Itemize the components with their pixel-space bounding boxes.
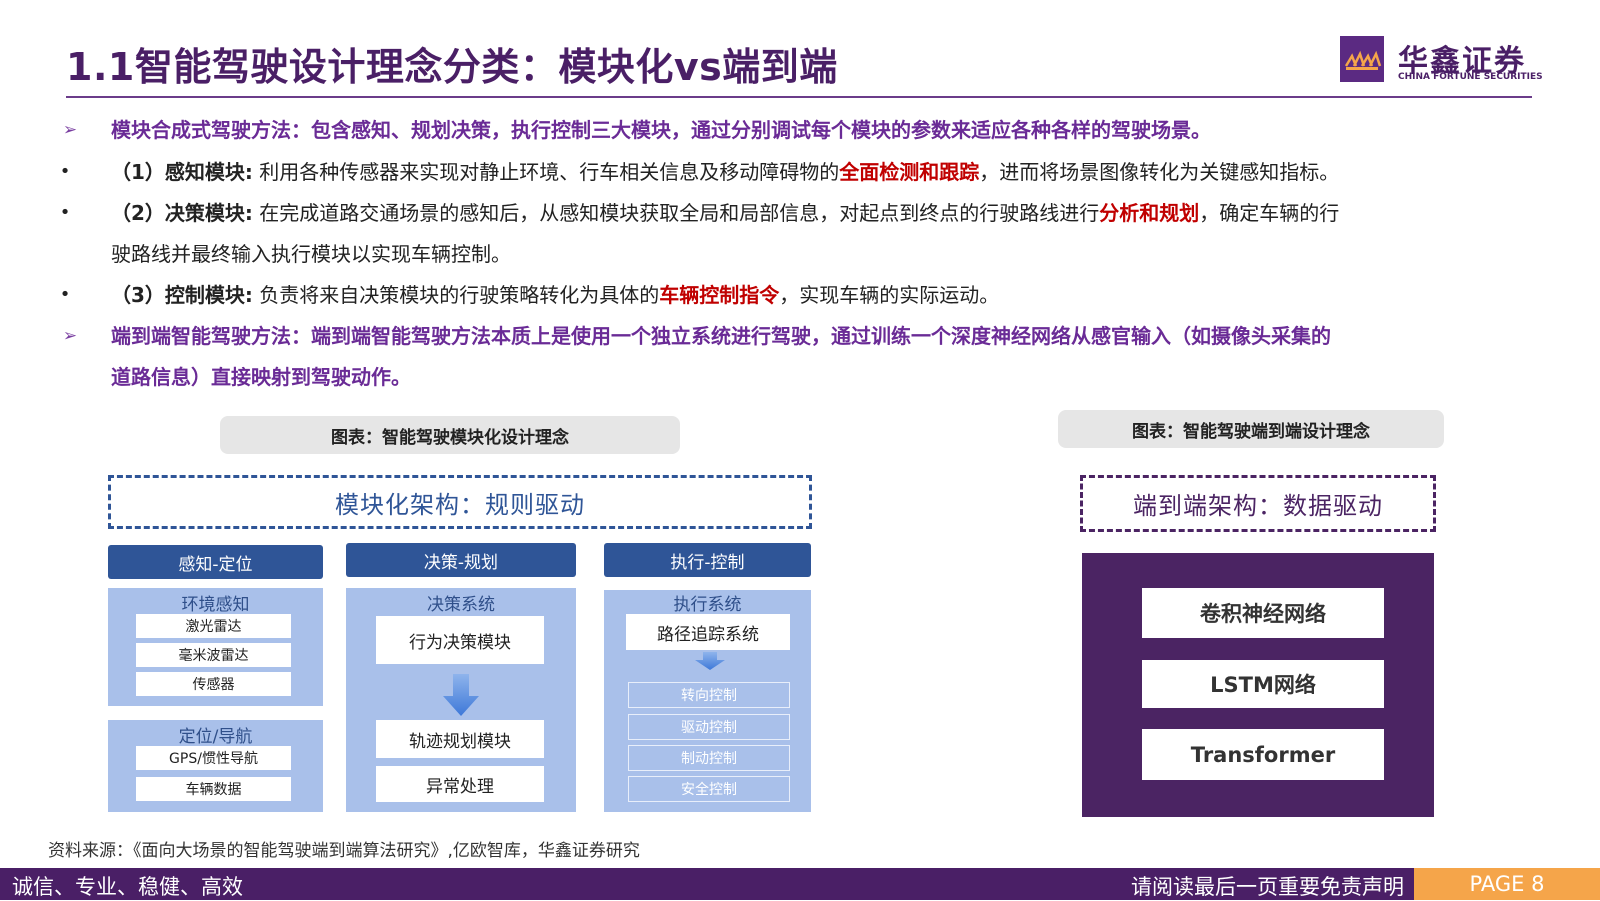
company-logo: 华鑫证券 CHINA FORTUNE SECURITIES bbox=[1340, 36, 1543, 86]
cnn-item: 卷积神经网络 bbox=[1142, 588, 1384, 638]
modular-caption: 图表：智能驾驶模块化设计理念 bbox=[220, 416, 680, 454]
e2e-arch-label: 端到端架构：数据驱动 bbox=[1080, 475, 1436, 532]
down-arrow-icon bbox=[443, 674, 479, 716]
execution-system-title: 执行系统 bbox=[673, 595, 742, 615]
arrow-bullet-icon: ➢ bbox=[62, 120, 78, 140]
decision-header: 决策-规划 bbox=[346, 543, 576, 577]
control-header: 执行-控制 bbox=[604, 543, 811, 577]
title-divider bbox=[66, 96, 1532, 98]
footer-bar: 诚信、专业、稳健、高效 请阅读最后一页重要免责声明 PAGE 8 bbox=[0, 868, 1600, 900]
e2e-caption: 图表：智能驾驶端到端设计理念 bbox=[1058, 410, 1444, 448]
sensor-item: 传感器 bbox=[136, 672, 291, 696]
dot-bullet-icon: • bbox=[59, 202, 71, 223]
localization-panel: 定位/导航 GPS/惯性导航 车辆数据 bbox=[108, 720, 323, 812]
logo-english-name: CHINA FORTUNE SECURITIES bbox=[1398, 72, 1543, 82]
gps-inertial-item: GPS/惯性导航 bbox=[136, 746, 291, 770]
decision-system-panel: 决策系统 行为决策模块 轨迹规划模块 异常处理 bbox=[346, 588, 576, 812]
logo-mark-icon bbox=[1340, 36, 1384, 82]
footer-disclaimer: 请阅读最后一页重要免责声明 bbox=[1131, 875, 1404, 899]
page-title: 1.1智能驾驶设计理念分类：模块化vs端到端 bbox=[66, 45, 838, 89]
safety-control-item: 安全控制 bbox=[628, 776, 790, 802]
steering-control-item: 转向控制 bbox=[628, 682, 790, 708]
env-perception-panel: 环境感知 激光雷达 毫米波雷达 传感器 bbox=[108, 588, 323, 706]
localization-title: 定位/导航 bbox=[178, 727, 253, 747]
env-perception-title: 环境感知 bbox=[181, 595, 250, 615]
arrow-bullet-icon: ➢ bbox=[62, 326, 78, 346]
source-note: 资料来源：《面向大场景的智能驾驶端到端算法研究》,亿欧智库，华鑫证券研究 bbox=[48, 841, 640, 861]
dot-bullet-icon: • bbox=[59, 284, 71, 305]
down-arrow-icon bbox=[695, 652, 725, 670]
trajectory-planning-item: 轨迹规划模块 bbox=[376, 720, 544, 758]
decision-system-title: 决策系统 bbox=[427, 595, 495, 615]
drive-control-item: 驱动控制 bbox=[628, 714, 790, 740]
brake-control-item: 制动控制 bbox=[628, 745, 790, 771]
behavior-decision-item: 行为决策模块 bbox=[376, 616, 544, 664]
transformer-item: Transformer bbox=[1142, 729, 1384, 780]
lidar-item: 激光雷达 bbox=[136, 614, 291, 638]
modular-arch-label: 模块化架构：规则驱动 bbox=[108, 475, 812, 529]
mmwave-radar-item: 毫米波雷达 bbox=[136, 643, 291, 667]
footer-motto: 诚信、专业、稳健、高效 bbox=[12, 875, 243, 899]
path-tracking-item: 路径追踪系统 bbox=[626, 614, 790, 650]
execution-system-panel: 执行系统 路径追踪系统 转向控制 驱动控制 制动控制 安全控制 bbox=[604, 590, 811, 812]
vehicle-data-item: 车辆数据 bbox=[136, 777, 291, 801]
perception-header: 感知-定位 bbox=[108, 545, 323, 579]
lstm-item: LSTM网络 bbox=[1142, 660, 1384, 708]
e2e-network-panel: 卷积神经网络 LSTM网络 Transformer bbox=[1082, 553, 1434, 817]
dot-bullet-icon: • bbox=[59, 161, 71, 182]
exception-handling-item: 异常处理 bbox=[376, 766, 544, 802]
page-number: PAGE 8 bbox=[1414, 868, 1600, 900]
logo-chinese-name: 华鑫证券 bbox=[1398, 44, 1526, 79]
